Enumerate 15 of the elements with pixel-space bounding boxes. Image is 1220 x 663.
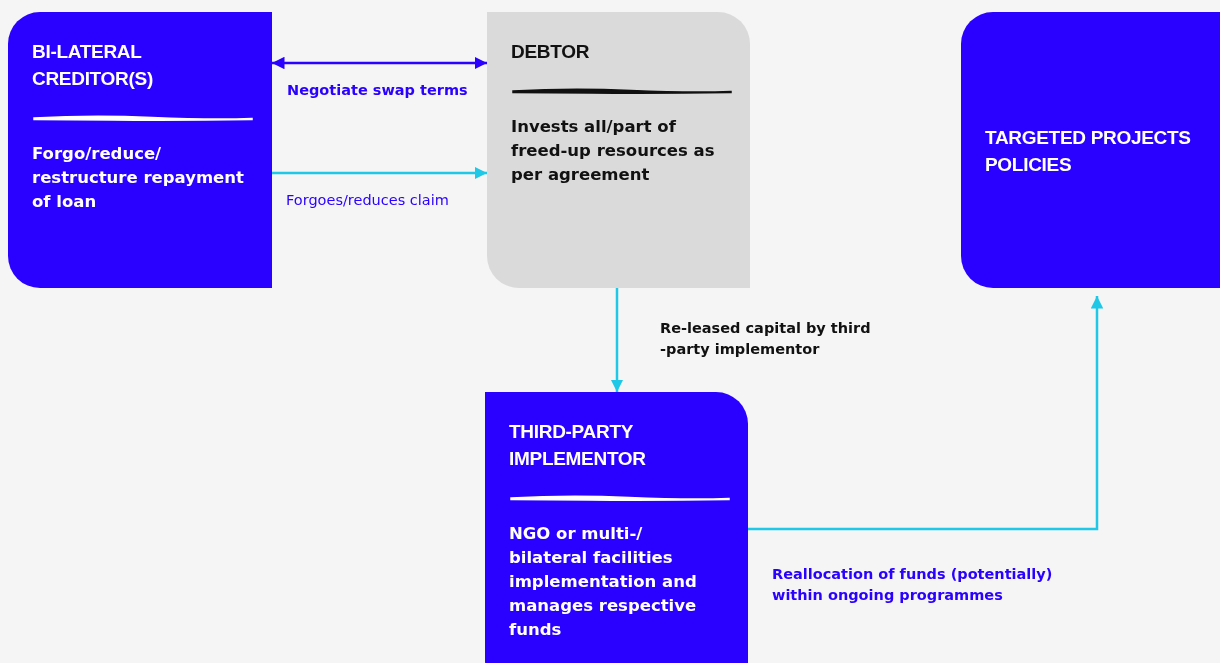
process-box [485, 392, 748, 663]
box-heading: BI-LATERAL CREDITOR(S) [32, 40, 154, 91]
box-heading: TARGETED PROJECTS POLICIES [985, 126, 1192, 177]
box-description: Invests all/part of freed-up resources as per agreement [511, 116, 716, 186]
box-heading: THIRD-PARTY IMPLEMENTOR [509, 420, 647, 471]
box-description: Forgo/reduce/ restructure repayment of loan [32, 143, 245, 213]
arrow [272, 56, 487, 70]
process-box [961, 12, 1220, 288]
process-box [487, 12, 750, 288]
box-heading: DEBTOR [511, 40, 591, 64]
arrow [748, 296, 1104, 531]
arrow [272, 166, 487, 180]
arrow [610, 288, 624, 392]
process-box [8, 12, 272, 288]
box-description: NGO or multi-/ bilateral facilities implementation and manages respective funds [509, 523, 698, 641]
